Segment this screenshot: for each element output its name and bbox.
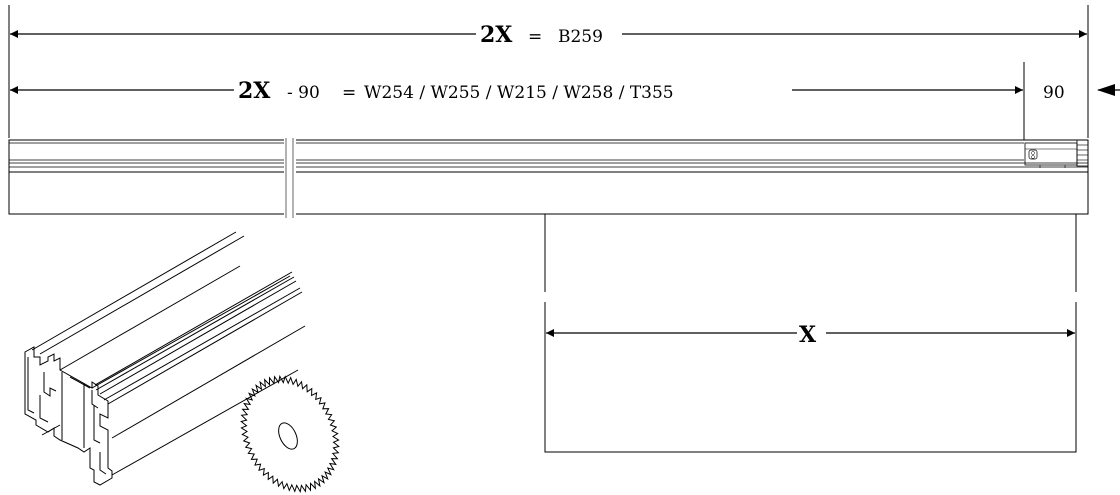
dim-main-codes: W254 / W255 / W215 / W258 / T355 [364, 83, 674, 103]
dim-main-minus: - 90 [287, 83, 320, 103]
profile-isometric [24, 231, 306, 486]
dimension-main: 2X - 90 = W254 / W255 / W215 / W258 / T3… [10, 62, 1025, 140]
dim-main-eq: = [342, 83, 356, 103]
dim-total-code: B259 [558, 27, 603, 47]
dim-main-var: 2X [238, 78, 271, 104]
saw-blade-icon [240, 374, 340, 494]
dimension-total: 2X = B259 [8, 5, 1089, 138]
dim-total-var: 2X [480, 22, 513, 48]
dim-end-value: 90 [1043, 83, 1065, 103]
dim-x-var: X [799, 322, 817, 348]
rail-side-view [8, 138, 1089, 218]
dim-total-eq: = [528, 27, 542, 47]
dimension-end: 90 [1043, 83, 1120, 103]
end-stopper [1024, 139, 1089, 168]
dimension-x: X [544, 214, 1077, 453]
